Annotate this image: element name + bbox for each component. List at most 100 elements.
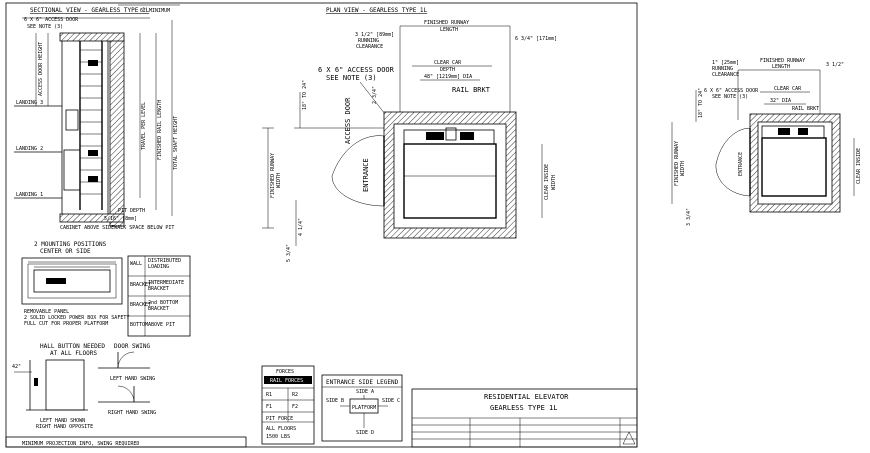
entrance-side-legend: ENTRANCE SIDE LEGEND PLATFORM SIDE A SID… [321, 374, 403, 442]
svg-text:2 3/4": 2 3/4" [372, 86, 378, 104]
forces-rail: RAIL FORCES [270, 378, 303, 384]
svg-text:BRACKET: BRACKET [148, 286, 169, 292]
legend-side-b: SIDE B [326, 398, 344, 404]
svg-text:1" [25mm]: 1" [25mm] [712, 60, 739, 66]
door-swing-left: LEFT HAND SWING [110, 376, 155, 382]
svg-text:WIDTH: WIDTH [551, 175, 557, 190]
plan-clear-car: CLEAR CAR [434, 60, 462, 66]
svg-text:5/16" [8mm]: 5/16" [8mm] [104, 216, 137, 222]
legend-side-c: SIDE C [382, 398, 400, 404]
svg-text:CLEARANCE: CLEARANCE [356, 44, 383, 50]
svg-text:LENGTH: LENGTH [772, 64, 790, 70]
svg-text:INTERMEDIATE: INTERMEDIATE [148, 280, 184, 286]
sectional-view: SECTIONAL VIEW - GEARLESS TYPE 1L 6 X 6"… [14, 4, 180, 231]
svg-text:REMOVABLE PANEL: REMOVABLE PANEL [24, 309, 69, 315]
forces-title: FORCES [276, 369, 294, 375]
mounting-positions: 2 MOUNTING POSITIONS CENTER OR SIDE REMO… [21, 241, 191, 337]
sheet-border [5, 2, 638, 448]
hall-button-title-1: HALL BUTTON NEEDED [40, 343, 105, 350]
elevator-rail [79, 41, 103, 210]
svg-text:RUNNING: RUNNING [712, 66, 733, 72]
title-line-2: GEARLESS TYPE 1L [490, 404, 557, 412]
svg-text:FULL CUT FOR PROPER PLATFORM: FULL CUT FOR PROPER PLATFORM [24, 321, 108, 327]
svg-text:42": 42" [12, 364, 21, 370]
svg-text:BRACKET: BRACKET [130, 302, 151, 308]
svg-text:2 SOLID LOCKED POWER BOX FOR S: 2 SOLID LOCKED POWER BOX FOR SAFETY [24, 315, 129, 321]
svg-text:CLEAR INSIDE: CLEAR INSIDE [856, 148, 862, 184]
legend-side-a: SIDE A [356, 389, 374, 395]
section-access-door: 6 X 6" ACCESS DOOR [24, 17, 79, 23]
svg-text:6 X 6" ACCESS DOOR: 6 X 6" ACCESS DOOR [704, 88, 759, 94]
small-plan-view: FINISHED RUNWAY LENGTH 3 1/2" 1" [25mm] … [671, 58, 862, 226]
svg-text:R1: R1 [266, 392, 272, 398]
svg-text:F1: F1 [266, 404, 272, 410]
svg-text:BOTTOM: BOTTOM [130, 322, 148, 328]
svg-text:WALL: WALL [130, 261, 142, 267]
svg-text:BRACKET: BRACKET [130, 282, 151, 288]
legend-side-d: SIDE D [356, 430, 374, 436]
plan-rail-bkt: RAIL BRKT [452, 86, 491, 94]
svg-text:RUNNING: RUNNING [358, 38, 379, 44]
section-pit-depth: PIT DEPTH [118, 208, 145, 214]
svg-text:TRAVEL PER LEVEL: TRAVEL PER LEVEL [141, 102, 147, 150]
section-title: SECTIONAL VIEW - GEARLESS TYPE 1L [30, 7, 150, 14]
svg-text:4 1/4": 4 1/4" [298, 218, 304, 236]
title-line-1: RESIDENTIAL ELEVATOR [484, 393, 569, 401]
door-swing-title: DOOR SWING [114, 343, 151, 350]
footer-note: MINIMUM PROJECTION INFO, SWING REQUIRED [22, 441, 139, 447]
svg-text:WIDTH: WIDTH [680, 161, 686, 176]
svg-text:1500 LBS: 1500 LBS [266, 434, 290, 440]
plan-clear-inside: CLEAR INSIDE [544, 164, 550, 200]
svg-text:TOTAL SHAFT HEIGHT: TOTAL SHAFT HEIGHT [173, 116, 179, 170]
plan-length: LENGTH [440, 27, 458, 33]
hall-button-detail: HALL BUTTON NEEDED AT ALL FLOORS 42" LEF… [12, 343, 105, 430]
svg-text:32" DIA: 32" DIA [770, 98, 791, 104]
svg-text:ALL FLOORS: ALL FLOORS [266, 426, 296, 432]
plan-entrance: ENTRANCE [362, 158, 370, 192]
plan-access-door: 6 X 6" ACCESS DOOR [318, 66, 395, 74]
svg-text:18" TO 24": 18" TO 24" [302, 80, 308, 110]
door-swing-detail: DOOR SWING LEFT HAND SWING RIGHT HAND SW… [98, 343, 156, 416]
svg-text:6" MINIMUM: 6" MINIMUM [140, 8, 170, 14]
legend-platform: PLATFORM [352, 405, 376, 411]
svg-text:2nd BOTTOM: 2nd BOTTOM [148, 300, 178, 306]
svg-text:R2: R2 [292, 392, 298, 398]
svg-text:SEE NOTE (3): SEE NOTE (3) [712, 94, 748, 100]
svg-text:FINISHED RUNWAY: FINISHED RUNWAY [760, 58, 805, 64]
svg-text:ACCESS DOOR HEIGHT: ACCESS DOOR HEIGHT [38, 42, 44, 96]
hall-button-title-2: AT ALL FLOORS [50, 350, 97, 357]
svg-text:LANDING 1: LANDING 1 [16, 192, 43, 198]
svg-text:PIT FORCE: PIT FORCE [266, 416, 293, 422]
title-block: RESIDENTIAL ELEVATOR GEARLESS TYPE 1L [411, 388, 638, 448]
svg-text:LANDING 2: LANDING 2 [16, 146, 43, 152]
svg-text:FINISHED RAIL LENGTH: FINISHED RAIL LENGTH [157, 100, 163, 160]
svg-text:DISTRIBUTED: DISTRIBUTED [148, 258, 181, 264]
forces-table: FORCES RAIL FORCES R1 R2 F1 F2 PIT FORCE… [261, 365, 315, 445]
svg-text:FINISHED RUNWAY: FINISHED RUNWAY [674, 141, 680, 186]
svg-text:3 3/4": 3 3/4" [686, 208, 692, 226]
svg-text:LOADING: LOADING [148, 264, 169, 270]
plan-dim-side: 5 3/4" [286, 244, 292, 262]
plan-see-note: SEE NOTE (3) [326, 74, 377, 82]
plan-finished-runway: FINISHED RUNWAY [424, 20, 469, 26]
svg-text:CLEARANCE: CLEARANCE [712, 72, 739, 78]
svg-text:48" [1219mm] DIA: 48" [1219mm] DIA [424, 74, 472, 80]
svg-text:18" TO 24": 18" TO 24" [698, 88, 704, 118]
section-cabinet-note: CABINET ABOVE SIDEWALK SPACE BELOW PIT [60, 225, 174, 231]
plan-access-door-vertical: ACCESS DOOR [344, 97, 352, 144]
svg-text:3 1/2": 3 1/2" [826, 62, 844, 68]
svg-text:ENTRANCE: ENTRANCE [738, 152, 744, 176]
door-swing-right: RIGHT HAND SWING [108, 410, 156, 416]
shaft-wall [109, 39, 125, 227]
plan-depth: DEPTH [440, 67, 455, 73]
svg-text:CLEAR CAR: CLEAR CAR [774, 86, 802, 92]
svg-text:ABOVE PIT: ABOVE PIT [148, 322, 175, 328]
section-see-note: SEE NOTE (3) [27, 24, 63, 30]
legend-title: ENTRANCE SIDE LEGEND [326, 379, 399, 386]
svg-text:F2: F2 [292, 404, 298, 410]
svg-text:6 3/4" [171mm]: 6 3/4" [171mm] [515, 36, 557, 42]
mounting-title-2: CENTER OR SIDE [40, 248, 91, 255]
hall-button-caption-2: RIGHT HAND OPPOSITE [36, 424, 93, 430]
svg-text:WIDTH: WIDTH [276, 173, 282, 188]
